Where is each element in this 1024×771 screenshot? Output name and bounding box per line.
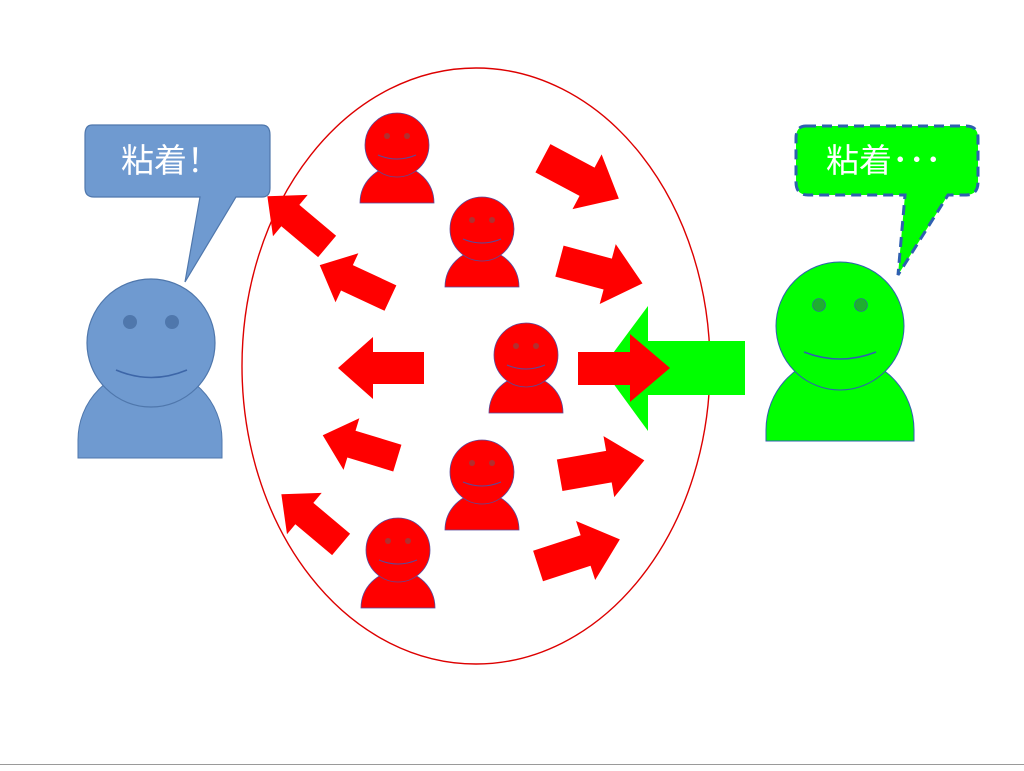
right-bubble-text: 粘着･･･: [826, 141, 942, 180]
arrow-icon: [556, 436, 645, 498]
red-person-icon: [359, 112, 435, 204]
blue-person-icon: [77, 278, 223, 459]
left-bubble-text: 粘着！: [121, 141, 220, 180]
red-person-icon: [444, 196, 520, 288]
green-arrow-icon: [602, 306, 745, 431]
arrow-icon: [319, 253, 397, 311]
arrow-icon: [338, 337, 424, 399]
red-person-icon: [488, 322, 564, 414]
red-person-icon: [444, 439, 520, 531]
red-person-icon: [360, 517, 436, 609]
right-speech-bubble: [794, 124, 980, 276]
arrow-icon: [535, 144, 619, 210]
arrow-icon: [267, 194, 337, 258]
arrow-icon: [322, 418, 402, 472]
bottom-divider: [0, 764, 1024, 765]
arrow-icon: [578, 334, 670, 402]
arrow-icon: [555, 244, 643, 305]
red-arrows: [267, 144, 645, 582]
arrow-icon: [281, 492, 351, 556]
green-person-icon: [765, 261, 915, 442]
arrow-icon: [533, 521, 620, 582]
left-speech-bubble: [84, 124, 271, 283]
